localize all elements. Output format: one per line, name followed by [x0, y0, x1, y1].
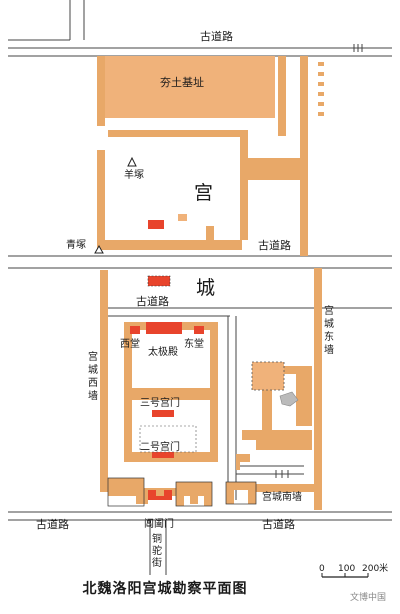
label-south-wall: 宫城南墙 [262, 490, 302, 503]
upper-red-building [148, 220, 164, 229]
changhe-gate-red-right [164, 490, 172, 500]
label-taiji-hall: 太极殿 [148, 345, 178, 358]
south-wall-dashes [275, 470, 289, 478]
label-road-mid: 古道路 [258, 238, 291, 252]
taiji-courtyard [132, 330, 210, 388]
gate3-red [152, 410, 174, 417]
label-east-wall: 宫城东墙 [324, 304, 334, 356]
cheng-red-building [147, 275, 171, 287]
gate2-outline [139, 425, 197, 453]
upper-palace-walls [97, 56, 308, 256]
road-lines [8, 0, 392, 575]
label-cheng: 城 [196, 277, 215, 299]
label-changhe-gate: 阊阖门 [144, 517, 174, 530]
changhe-gate-red-left [148, 490, 156, 500]
yangzhong-marker [127, 156, 137, 167]
label-hangtu-site: 夯土基址 [160, 75, 204, 89]
label-west-hall: 西堂 [120, 338, 140, 350]
west-hall [130, 326, 140, 334]
scale-tick-0: 0 [319, 564, 325, 574]
upper-small-foundation [178, 214, 187, 221]
upper-left-dashes [97, 70, 103, 110]
label-tongtuo-street: 铜驼街 [152, 533, 162, 569]
label-road-top: 古道路 [200, 29, 233, 43]
watermark: 文博中国 [349, 593, 386, 603]
scale-tick-200: 200米 [362, 562, 388, 574]
rock-site [279, 391, 299, 407]
label-yangzhong: 羊塚 [124, 168, 144, 181]
label-gate3: 三号宫门 [140, 396, 180, 409]
road-dash-top [353, 44, 363, 52]
east-hall [194, 326, 204, 334]
label-road-bottom-left: 古道路 [36, 517, 69, 531]
dashed-yard [251, 361, 285, 391]
scale-bar: 0 100 200米 [319, 562, 388, 578]
label-qingzhong: 青塚 [66, 238, 86, 251]
scale-tick-100: 100 [338, 564, 355, 574]
label-road-bottom-right: 古道路 [262, 517, 295, 531]
changhe-gate-outline [107, 477, 257, 507]
map-title: 北魏洛阳宫城勘察平面图 [82, 581, 248, 597]
label-west-wall: 宫城西墙 [88, 350, 98, 402]
taiji-hall [146, 322, 182, 334]
label-east-hall: 东堂 [184, 337, 204, 350]
upper-dashed-wall [318, 62, 324, 116]
changhe-gate-complex [108, 454, 256, 506]
label-gong: 宫 [194, 182, 213, 204]
hangtu-foundation [97, 56, 275, 118]
label-gate2: 二号宫门 [140, 440, 180, 453]
gate2-red [152, 452, 174, 458]
changhe-gate-red-center [156, 496, 164, 500]
qingzhong-marker [94, 244, 104, 254]
label-road-inner: 古道路 [136, 294, 169, 308]
